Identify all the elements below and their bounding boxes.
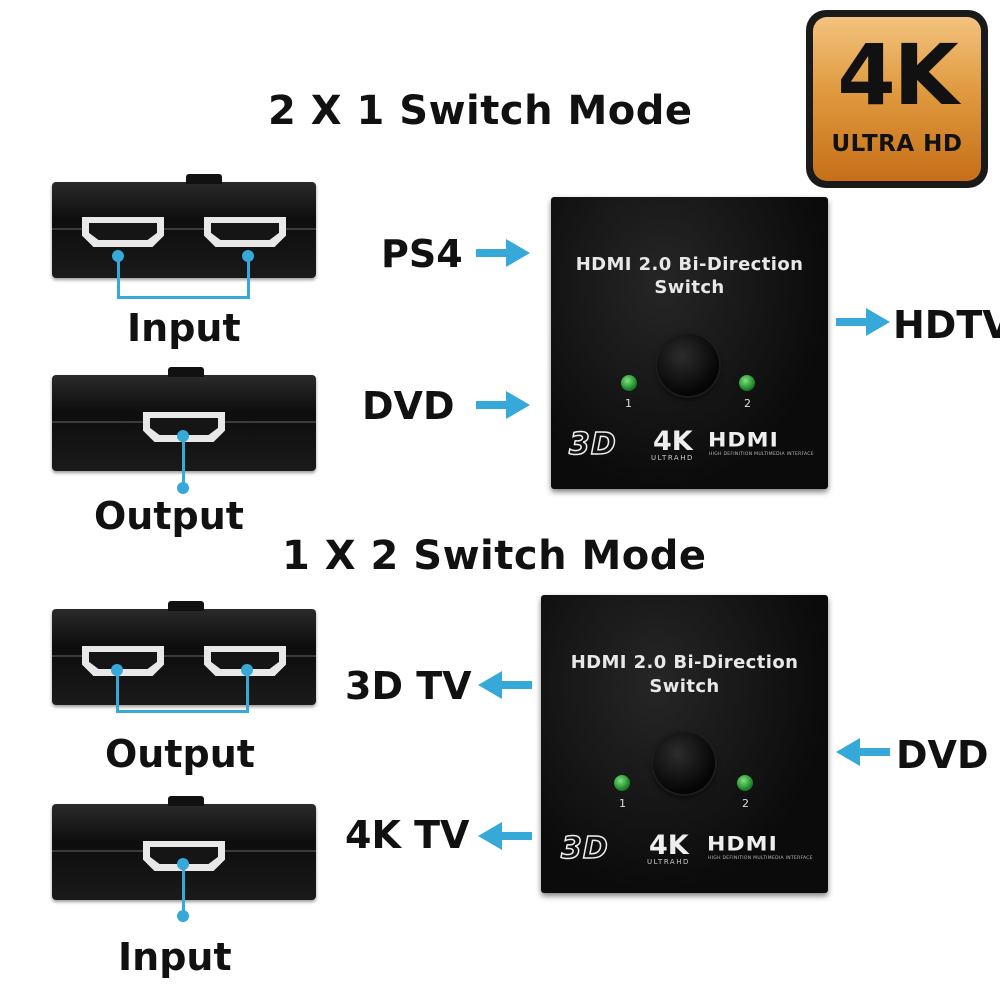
4k-logo: 4K	[653, 426, 693, 457]
4k-ultra-hd-badge: 4K ULTRA HD	[806, 10, 988, 188]
mode-1-source-dvd-label: DVD	[362, 384, 455, 428]
arrow-right-icon	[836, 308, 890, 336]
led-indicator-1	[621, 375, 637, 391]
connector-dot	[177, 482, 189, 494]
badge-face: 4K ULTRA HD	[813, 17, 981, 181]
hdmi-logo: HDMI	[708, 429, 779, 452]
wire	[247, 253, 250, 299]
box-title-line-1: HDMI 2.0 Bi-Direction	[570, 652, 799, 673]
hdmi-logo: HDMI	[707, 833, 778, 856]
connector-dot	[112, 250, 124, 262]
led-2-number: 2	[742, 797, 749, 810]
device-knob	[186, 174, 222, 184]
4k-ultrahd-subtext: ULTRAHD	[651, 454, 694, 462]
switch-push-button[interactable]	[653, 732, 715, 794]
3d-logo: 3D	[568, 426, 617, 463]
mode-2-title: 1 X 2 Switch Mode	[282, 533, 707, 579]
3d-logo: 3D	[560, 830, 609, 867]
led-indicator-2	[737, 775, 753, 791]
arrow-left-icon	[478, 822, 532, 850]
device-knob	[168, 601, 204, 611]
hdmi-logo-subtext: HIGH DEFINITION MULTIMEDIA INTERFACE	[709, 452, 814, 457]
box-title-line-2: Switch	[649, 676, 720, 697]
led-indicator-1	[614, 775, 630, 791]
wire	[117, 296, 250, 299]
device-knob	[168, 367, 204, 377]
led-2-number: 2	[744, 397, 751, 410]
arrow-left-icon	[836, 738, 890, 766]
mode-2-3d-tv-label: 3D TV	[345, 664, 472, 708]
mode-2-input-label: Input	[118, 935, 232, 979]
hdmi-port-1	[82, 217, 164, 247]
device-knob	[168, 796, 204, 806]
led-indicator-2	[739, 375, 755, 391]
arrow-right-icon	[476, 239, 530, 267]
arrow-right-icon	[476, 391, 530, 419]
mode-1-title: 2 X 1 Switch Mode	[268, 88, 693, 134]
wire	[117, 253, 120, 299]
connector-dot	[177, 430, 189, 442]
connector-dot	[111, 664, 123, 676]
arrow-left-icon	[478, 671, 532, 699]
box-title-line-1: HDMI 2.0 Bi-Direction	[575, 254, 804, 275]
mode-2-4k-tv-label: 4K TV	[345, 813, 470, 857]
connector-dot	[242, 250, 254, 262]
wire	[116, 668, 119, 713]
led-1-number: 1	[619, 797, 626, 810]
wire	[182, 436, 185, 486]
connector-dot	[177, 910, 189, 922]
mode-1-device-input-side	[52, 174, 316, 278]
hdmi-port-2	[204, 217, 286, 247]
4k-ultrahd-subtext: ULTRAHD	[647, 858, 690, 866]
mode-1-input-label: Input	[127, 306, 241, 350]
badge-ultra-hd-text: ULTRA HD	[831, 131, 963, 157]
mode-1-output-label: Output	[94, 494, 244, 538]
mode-1-hdtv-label: HDTV	[893, 303, 1000, 347]
mode-2-dvd-label: DVD	[896, 733, 989, 777]
mode-1-switch-box: HDMI 2.0 Bi-Direction Switch 1 2 3D 4K U…	[551, 197, 828, 489]
connector-dot	[241, 664, 253, 676]
switch-push-button[interactable]	[657, 334, 719, 396]
mode-2-output-label: Output	[105, 732, 255, 776]
wire	[116, 710, 249, 713]
4k-logo: 4K	[649, 830, 689, 861]
connector-dot	[177, 858, 189, 870]
led-1-number: 1	[625, 397, 632, 410]
box-title-line-2: Switch	[654, 277, 725, 298]
hdmi-port-1	[82, 646, 164, 676]
wire	[246, 668, 249, 713]
hdmi-logo-subtext: HIGH DEFINITION MULTIMEDIA INTERFACE	[708, 856, 813, 861]
mode-1-source-ps4-label: PS4	[381, 232, 463, 276]
mode-2-switch-box: HDMI 2.0 Bi-Direction Switch 1 2 3D 4K U…	[541, 595, 828, 893]
wire	[182, 864, 185, 916]
badge-4k-text: 4K	[837, 26, 959, 124]
